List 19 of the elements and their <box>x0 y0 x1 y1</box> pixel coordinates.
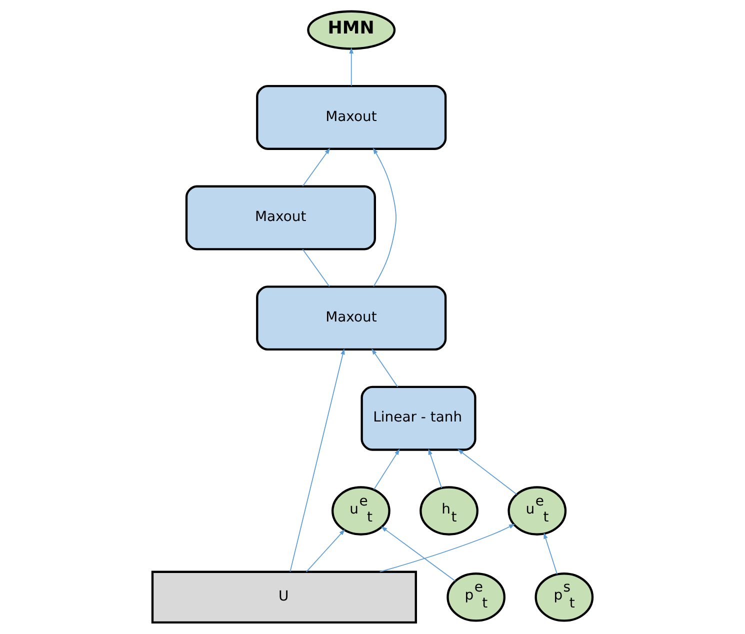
node-box: Linear - tanh <box>360 386 476 451</box>
arrow <box>371 348 398 388</box>
arrow <box>457 449 518 495</box>
arrow <box>349 47 354 86</box>
arrow <box>373 448 400 490</box>
arrow <box>302 148 330 187</box>
arrow <box>372 148 396 287</box>
arrow <box>290 348 345 572</box>
connector <box>302 248 330 287</box>
node-ellipse: HMN <box>307 10 396 50</box>
node-box: Maxout <box>256 84 447 150</box>
arrow <box>544 532 558 575</box>
arrow <box>306 529 346 572</box>
node-box: Maxout <box>256 286 447 351</box>
arrow <box>379 524 516 572</box>
node-box: U <box>151 570 417 624</box>
arrow <box>428 448 442 488</box>
arrow <box>380 526 456 582</box>
node-box: Maxout <box>185 185 376 250</box>
